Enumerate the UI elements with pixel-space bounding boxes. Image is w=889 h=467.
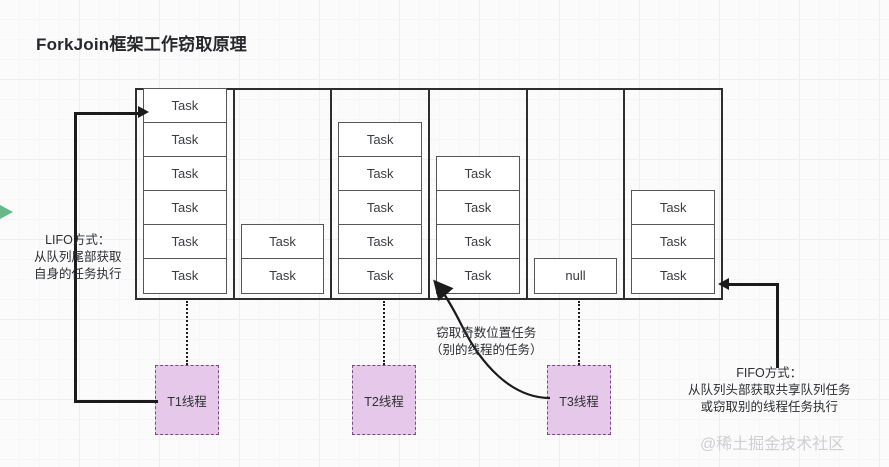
annotation-steal: 窃取奇数位置任务 （别的线程的任务） bbox=[430, 325, 543, 359]
null-cell[interactable]: null bbox=[534, 259, 617, 293]
task-cell[interactable]: Task bbox=[241, 259, 324, 293]
fifo-arrowhead-icon bbox=[718, 278, 729, 290]
annotation-fifo-line2: 从队列头部获取共享队列任务 bbox=[688, 383, 851, 397]
task-cell[interactable]: Task bbox=[339, 191, 422, 225]
thread-label: T1线程 bbox=[167, 394, 207, 409]
annotation-lifo-line1: LIFO方式： bbox=[45, 233, 111, 247]
lifo-path-top bbox=[74, 112, 144, 115]
page-title: ForkJoin框架工作窃取原理 bbox=[36, 35, 247, 54]
watermark: @稀土掘金技术社区 bbox=[700, 436, 845, 453]
task-cell[interactable]: Task bbox=[437, 157, 519, 191]
lifo-path-vertical bbox=[74, 112, 77, 402]
thread-label: T2线程 bbox=[364, 394, 404, 409]
dotted-connector-t1 bbox=[186, 301, 188, 365]
annotation-fifo-line1: FIFO方式： bbox=[736, 366, 803, 380]
task-cell[interactable]: Task bbox=[437, 225, 519, 259]
annotation-lifo-line3: 自身的任务执行 bbox=[34, 267, 122, 281]
task-cell[interactable]: Task bbox=[144, 259, 226, 293]
task-cell[interactable]: Task bbox=[339, 157, 422, 191]
annotation-steal-line2: （别的线程的任务） bbox=[430, 343, 543, 357]
task-cell[interactable]: Task bbox=[632, 259, 715, 293]
green-arrow-marker-icon bbox=[0, 205, 13, 219]
task-cell[interactable]: Task bbox=[339, 225, 422, 259]
fifo-path-vertical bbox=[776, 283, 779, 368]
thread-label: T3线程 bbox=[559, 394, 599, 409]
task-cell[interactable]: Task bbox=[632, 191, 715, 225]
task-cell[interactable]: Task bbox=[144, 225, 226, 259]
task-cell[interactable]: Task bbox=[339, 123, 422, 157]
dotted-connector-t3 bbox=[578, 301, 580, 365]
task-cell[interactable]: Task bbox=[339, 259, 422, 293]
thread-box-t3[interactable]: T3线程 bbox=[547, 365, 611, 435]
dotted-connector-t2 bbox=[383, 301, 385, 365]
annotation-lifo-line2: 从队列尾部获取 bbox=[34, 250, 122, 264]
annotation-fifo-line3: 或窃取别的线程任务执行 bbox=[700, 400, 839, 414]
lifo-path-bottom bbox=[74, 400, 158, 403]
task-cell[interactable]: Task bbox=[241, 225, 324, 259]
task-cell[interactable]: Task bbox=[144, 157, 226, 191]
annotation-steal-line1: 窃取奇数位置任务 bbox=[436, 326, 537, 340]
annotation-lifo: LIFO方式： 从队列尾部获取 自身的任务执行 bbox=[34, 232, 122, 283]
thread-box-t2[interactable]: T2线程 bbox=[352, 365, 416, 435]
fifo-path-horizontal bbox=[728, 283, 778, 286]
steal-curve-arrow-icon bbox=[433, 279, 551, 400]
task-stack: null bbox=[533, 258, 618, 294]
lifo-arrowhead-icon bbox=[138, 106, 149, 118]
task-cell[interactable]: Task bbox=[632, 225, 715, 259]
task-cell[interactable]: Task bbox=[144, 89, 226, 123]
task-cell[interactable]: Task bbox=[144, 191, 226, 225]
queue-column-5: null bbox=[528, 90, 626, 298]
task-cell[interactable]: Task bbox=[144, 123, 226, 157]
task-cell[interactable]: Task bbox=[437, 191, 519, 225]
annotation-fifo: FIFO方式： 从队列头部获取共享队列任务 或窃取别的线程任务执行 bbox=[688, 365, 851, 416]
thread-box-t1[interactable]: T1线程 bbox=[155, 365, 219, 435]
